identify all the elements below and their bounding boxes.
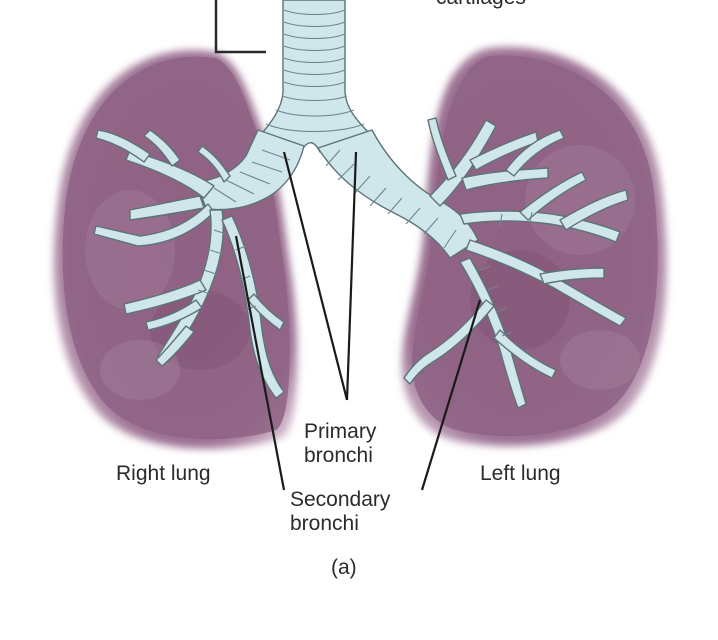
- panel-label: (a): [331, 556, 357, 579]
- primary-bronchi-leader-right: [282, 151, 349, 401]
- left-lung-label: Left lung: [480, 462, 561, 485]
- top-cut-label: cartilages: [436, 0, 526, 10]
- secondary-bronchi-leader-right: [234, 235, 286, 491]
- airway-tree: [93, 0, 629, 409]
- primary-bronchi-label-line-2: bronchi: [304, 444, 373, 467]
- secondary-bronchi-label: Secondary bronchi: [290, 488, 390, 536]
- leader-lines: [234, 151, 482, 491]
- secondary-bronchi-leader-left: [420, 299, 482, 491]
- right-bronchial-branches: [93, 129, 285, 399]
- trachea: [257, 0, 373, 153]
- top-bracket: [214, 0, 266, 54]
- left-bronchial-branches: [403, 117, 629, 409]
- secondary-bronchi-label-line-2: bronchi: [290, 512, 359, 535]
- right-lung-label: Right lung: [116, 462, 211, 485]
- primary-bronchi-label: Primary bronchi: [304, 420, 376, 468]
- left-primary-bronchus: [317, 129, 479, 259]
- secondary-bronchi-label-line-1: Secondary: [290, 488, 391, 511]
- cartilage-rings: [197, 9, 533, 337]
- primary-bronchi-leader-left: [345, 151, 358, 401]
- primary-bronchi-label-line-1: Primary: [304, 420, 377, 443]
- right-lung: [53, 50, 298, 449]
